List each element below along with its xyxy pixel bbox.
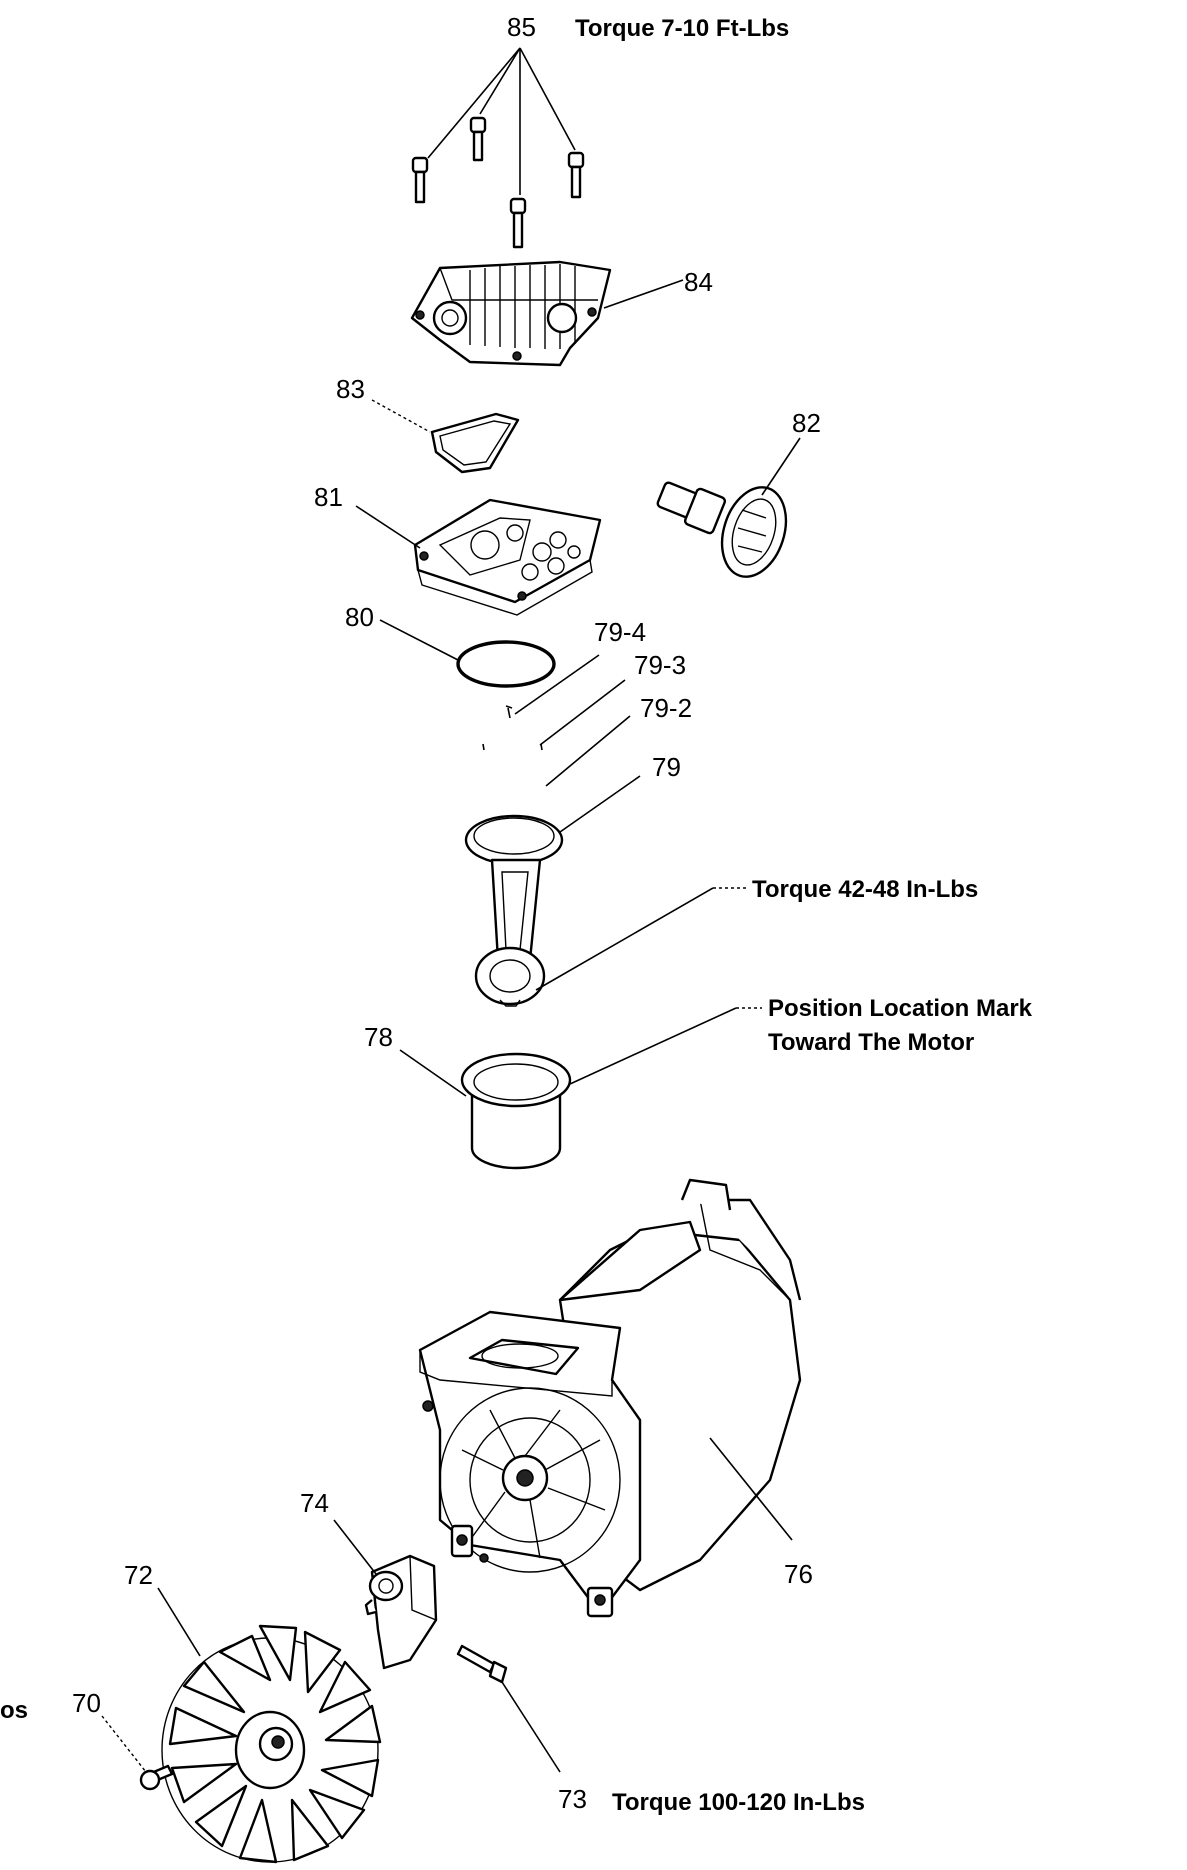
callout-73: 73 [558, 1784, 587, 1814]
bolt-85-b [469, 116, 487, 162]
part-72-cooling-fan [157, 1587, 382, 1864]
callout-82: 82 [792, 408, 821, 438]
callout-79-2: 79-2 [640, 693, 692, 723]
note-position-mark-line1: Position Location Mark [768, 995, 1033, 1022]
bolt-85-d [509, 197, 527, 249]
part-81-valve-plate [355, 498, 602, 616]
part-85-head-bolts [411, 47, 585, 249]
part-84-cylinder-head [410, 260, 684, 367]
callout-74: 74 [300, 1488, 329, 1518]
callout-81: 81 [314, 482, 343, 512]
part-78-cylinder-sleeve [399, 1007, 762, 1170]
note-position-mark-line2: Toward The Motor [768, 1029, 974, 1056]
part-74-bearing-block [333, 1519, 438, 1670]
part-79-small-parts [482, 654, 631, 787]
callout-79-3: 79-3 [634, 650, 686, 680]
part-76-motor-crankcase [418, 1178, 802, 1618]
callout-84: 84 [684, 267, 713, 297]
part-79-connecting-rod [464, 775, 746, 1007]
part-82-valve-assembly [656, 437, 801, 578]
part-70-fan-screw [101, 1715, 174, 1791]
note-torque-head-bolts: Torque 7-10 Ft-Lbs [575, 15, 789, 42]
callout-70: 70 [72, 1688, 101, 1718]
note-torque-connecting-rod: Torque 42-48 In-Lbs [752, 876, 978, 903]
callout-85: 85 [507, 12, 536, 42]
callout-72: 72 [124, 1560, 153, 1590]
callout-79: 79 [652, 752, 681, 782]
callout-76: 76 [784, 1559, 813, 1589]
bolt-85-c [567, 151, 585, 199]
callout-78: 78 [364, 1022, 393, 1052]
part-83-head-gasket [371, 399, 520, 474]
part-73-bolt [456, 1644, 561, 1773]
note-torque-bolt-73: Torque 100-120 In-Lbs [612, 1789, 865, 1816]
callout-80: 80 [345, 602, 374, 632]
note-cut-off-edge-text: os [0, 1697, 28, 1724]
callout-83: 83 [336, 374, 365, 404]
bolt-85-a [411, 156, 429, 204]
callout-79-4: 79-4 [594, 617, 646, 647]
part-80-o-ring [379, 619, 556, 688]
